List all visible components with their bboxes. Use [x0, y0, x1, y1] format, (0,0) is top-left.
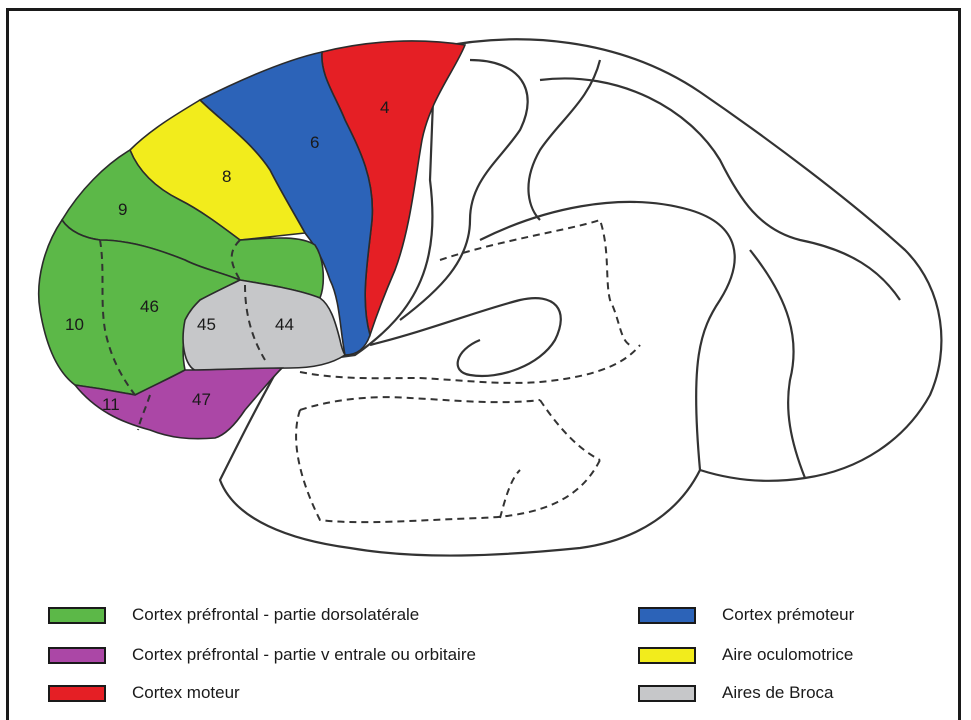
legend-swatch — [638, 684, 696, 702]
area-label-45: 45 — [197, 315, 216, 334]
dashed-boundary — [299, 344, 641, 384]
area-label-44: 44 — [275, 315, 294, 334]
figure-frame — [6, 8, 961, 720]
legend-swatch — [638, 606, 696, 624]
gyrus-line — [479, 200, 736, 471]
legend-item-premotor: Cortex prémoteur — [638, 604, 854, 626]
legend-label: Aires de Broca — [722, 683, 834, 702]
dashed-boundary — [99, 239, 136, 396]
legend-label: Cortex moteur — [132, 683, 240, 702]
dashed-boundary — [299, 396, 541, 411]
region-45-44-broca — [182, 279, 347, 373]
area-label-47: 47 — [192, 390, 211, 409]
legend-swatch — [638, 646, 696, 664]
dashed-boundary — [230, 239, 241, 281]
area-label-46: 46 — [140, 297, 159, 316]
legend-swatch — [48, 646, 106, 664]
dashed-boundary — [499, 469, 521, 519]
dashed-boundary — [539, 399, 601, 461]
legend-label: Cortex prémoteur — [722, 605, 855, 624]
legend-label: Cortex préfrontal - partie v entrale ou … — [132, 645, 476, 664]
dashed-boundary — [439, 218, 631, 346]
legend-item-motor: Cortex moteur — [48, 682, 240, 704]
area-label-4: 4 — [380, 98, 389, 117]
gyrus-line — [527, 59, 602, 221]
legend-label: Cortex préfrontal - partie dorsolatérale — [132, 605, 420, 624]
sylvian-fissure — [369, 297, 562, 377]
area-label-11: 11 — [102, 395, 120, 414]
area-label-6: 6 — [310, 133, 319, 152]
area-label-8: 8 — [222, 167, 231, 186]
gyrus-line — [399, 58, 529, 321]
legend-item-dorsolateral: Cortex préfrontal - partie dorsolatérale — [48, 604, 419, 626]
dashed-boundary — [244, 284, 266, 361]
region-11-47-ventral — [73, 367, 284, 440]
legend-item-broca: Aires de Broca — [638, 682, 834, 704]
gyrus-line — [539, 77, 901, 301]
legend-swatch — [48, 684, 106, 702]
legend-item-oculomotor: Aire oculomotrice — [638, 644, 853, 666]
gyrus-line — [749, 249, 807, 479]
area-label-9: 9 — [118, 200, 127, 219]
legend-item-ventral-orbital: Cortex préfrontal - partie v entrale ou … — [48, 644, 476, 666]
dashed-boundary — [295, 409, 601, 524]
area-label-10: 10 — [65, 315, 84, 334]
legend-label: Aire oculomotrice — [722, 645, 854, 664]
legend-swatch — [48, 606, 106, 624]
dashed-boundary — [137, 394, 151, 431]
